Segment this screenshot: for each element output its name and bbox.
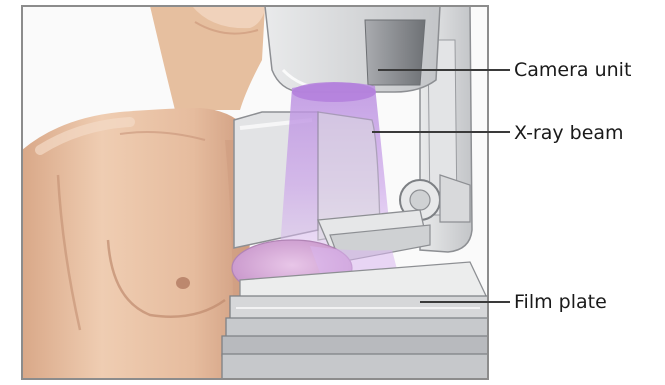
xray-beam-top — [292, 82, 376, 102]
film-plate-label: Film plate — [514, 293, 607, 312]
camera-unit-label: Camera unit — [514, 61, 631, 80]
camera-unit — [265, 6, 440, 92]
film-plate — [222, 262, 488, 380]
xray-beam-label: X-ray beam — [514, 124, 624, 143]
